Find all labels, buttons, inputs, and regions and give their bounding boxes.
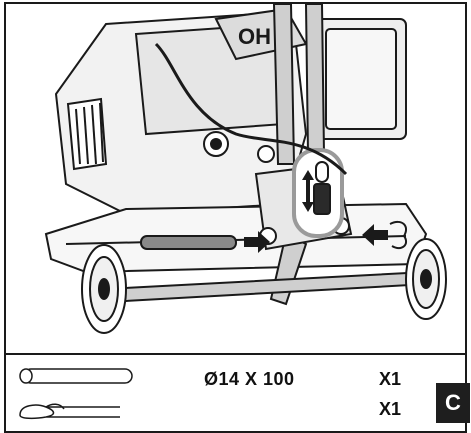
arrow-left-icon [362,224,388,246]
detail-highlight [292,148,344,238]
cable [154,42,348,176]
up-down-arrow-icon [302,170,314,212]
parts-list: Ø14 X 100 X1 X1 C [4,355,470,433]
step-badge: C [436,383,470,423]
pin-illustration [140,235,237,250]
arrow-right-icon [244,231,270,253]
right-wheel [405,238,447,320]
side-fins [66,97,108,171]
clip-quantity: X1 [379,399,402,419]
svg-text:OH: OH [238,24,271,49]
machine-body: OH [54,7,407,216]
assembly-illustration: OH [4,2,467,355]
pin-quantity: X1 [379,369,402,389]
pin-part-icon [19,368,133,384]
left-wheel [81,244,127,334]
pin-spec: Ø14 X 100 [204,369,295,389]
clip-illustration [389,220,408,250]
clip-part-icon [19,403,120,420]
